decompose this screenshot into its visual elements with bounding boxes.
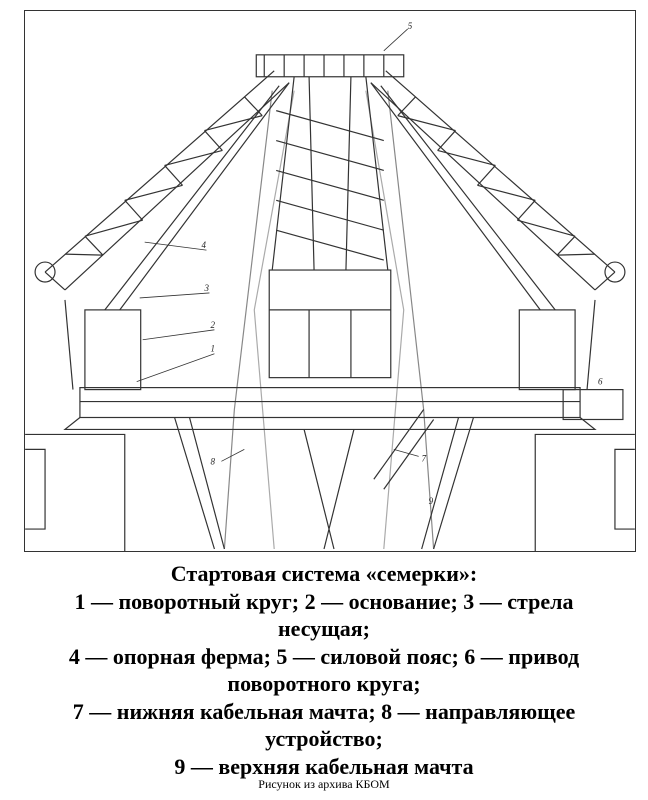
- part-label-4: 4: [201, 240, 206, 250]
- figure-caption: Стартовая система «семерки»: 1 — поворот…: [0, 560, 648, 780]
- caption-line: 1 — поворотный круг; 2 — основание; 3 — …: [74, 588, 574, 642]
- part-label-2: 2: [210, 320, 215, 330]
- part-label-8: 8: [210, 456, 215, 466]
- caption-title: Стартовая система «семерки»:: [170, 561, 478, 586]
- caption-line: 7 — нижняя кабельная мачта; 8 — направля…: [72, 698, 576, 752]
- part-label-6: 6: [598, 377, 603, 387]
- part-label-7: 7: [422, 453, 427, 463]
- caption-line: 4 — опорная ферма; 5 — силовой пояс; 6 —…: [68, 643, 580, 697]
- part-label-1: 1: [210, 344, 214, 354]
- part-label-3: 3: [203, 283, 209, 293]
- part-label-5: 5: [408, 21, 413, 31]
- technical-drawing: 1 2 3 4 5 6 7 8 9: [25, 21, 635, 551]
- caption-line: 9 — верхняя кабельная мачта: [174, 753, 474, 779]
- launch-system-drawing: 1 2 3 4 5 6 7 8 9: [24, 10, 636, 552]
- part-label-9: 9: [429, 496, 434, 506]
- image-credit: Рисунок из архива КБОМ: [258, 777, 390, 791]
